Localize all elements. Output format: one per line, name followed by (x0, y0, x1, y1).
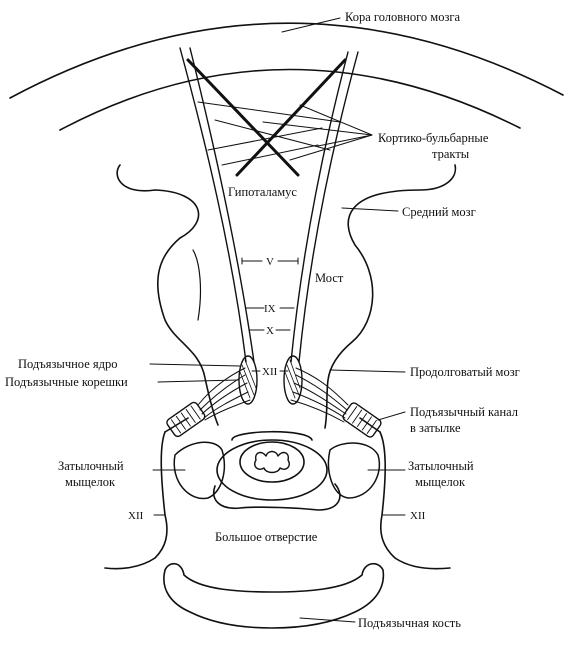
label-hypoglossal-canal-line1: Подъязычный канал (410, 405, 518, 419)
foramen-magnum-outline (213, 430, 341, 511)
spinal-cord-section (239, 441, 305, 483)
crossing-fibers (186, 58, 347, 177)
label-condyle-left-line1: Затылочный (58, 459, 124, 473)
label-nucleus-ix: IX (264, 303, 276, 315)
label-hypoglossal-canal-line2: в затылке (410, 421, 461, 435)
brainstem-outline (116, 164, 457, 429)
cortex-leader (281, 17, 341, 33)
midbrain-leader (341, 207, 399, 212)
right-leaders (299, 369, 406, 623)
label-nucleus-xii: XII (262, 366, 278, 378)
corticobulbar-leaders (262, 104, 373, 161)
hypoglossal-nuclei (238, 355, 303, 405)
label-condyle-right-line1: Затылочный (408, 459, 474, 473)
label-nucleus-x: X (266, 325, 274, 337)
label-corticobulbar-line1: Кортико-бульбарные (378, 131, 489, 145)
label-midbrain: Средний мозг (402, 205, 476, 219)
hypoglossal-rootlets-left (197, 367, 251, 421)
corticobulbar-tract-right (290, 51, 359, 363)
label-foramen-magnum: Большое отверстие (215, 530, 318, 544)
cerebral-cortex-outline (9, 22, 564, 131)
label-nucleus-v: V (266, 256, 274, 268)
corticobulbar-tract-left (179, 47, 255, 363)
label-pons: Мост (315, 271, 344, 285)
skull-base-outline (104, 417, 451, 570)
label-nerve-left: XII (128, 510, 144, 522)
left-leaders (149, 363, 241, 471)
occipital-condyle-right (327, 442, 381, 499)
hyoid-bone (163, 562, 385, 629)
label-condyle-right-line2: мыщелок (415, 475, 466, 489)
label-condyle-left-line2: мыщелок (65, 475, 116, 489)
label-hypothalamus: Гипоталамус (228, 185, 297, 199)
label-hyoid: Подъязычная кость (358, 616, 461, 630)
label-medulla: Продолговатый мозг (410, 365, 520, 379)
label-cortex: Кора головного мозга (345, 10, 461, 24)
label-hypoglossal-nucleus: Подъязычное ядро (18, 357, 118, 371)
label-corticobulbar-line2: тракты (432, 147, 470, 161)
label-hypoglossal-rootlets: Подъязычные корешки (5, 375, 128, 389)
hypoglossal-rootlets-right (290, 367, 349, 423)
label-nerve-right: XII (410, 510, 426, 522)
